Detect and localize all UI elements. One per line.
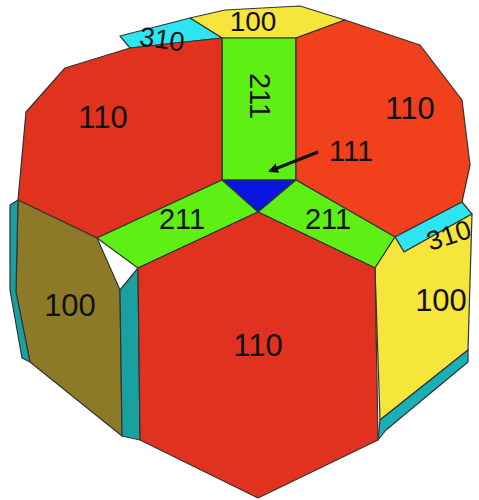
facet-310-left xyxy=(120,268,140,440)
facet-label: 110 xyxy=(385,93,434,124)
facet-310-far-left xyxy=(10,200,30,362)
facet-label: 111 xyxy=(329,137,373,166)
facet-label: 110 xyxy=(233,330,282,361)
facet-label: 100 xyxy=(415,285,467,316)
facet-label: 211 xyxy=(245,73,274,119)
facet-110-bottom xyxy=(138,212,378,498)
facet-211-top xyxy=(222,38,296,180)
facet-310-lower-right xyxy=(378,350,468,440)
facet-label: 100 xyxy=(230,8,277,36)
facet-label: 211 xyxy=(159,205,205,234)
facet-label: 110 xyxy=(78,102,127,133)
facet-label: 211 xyxy=(305,205,351,234)
facet-label: 310 xyxy=(138,23,186,56)
facet-110-left xyxy=(18,38,222,238)
facet-100-left xyxy=(16,200,122,436)
facet-label: 100 xyxy=(44,290,96,321)
leader-arrow xyxy=(270,152,318,171)
facet-110-right xyxy=(296,20,470,237)
